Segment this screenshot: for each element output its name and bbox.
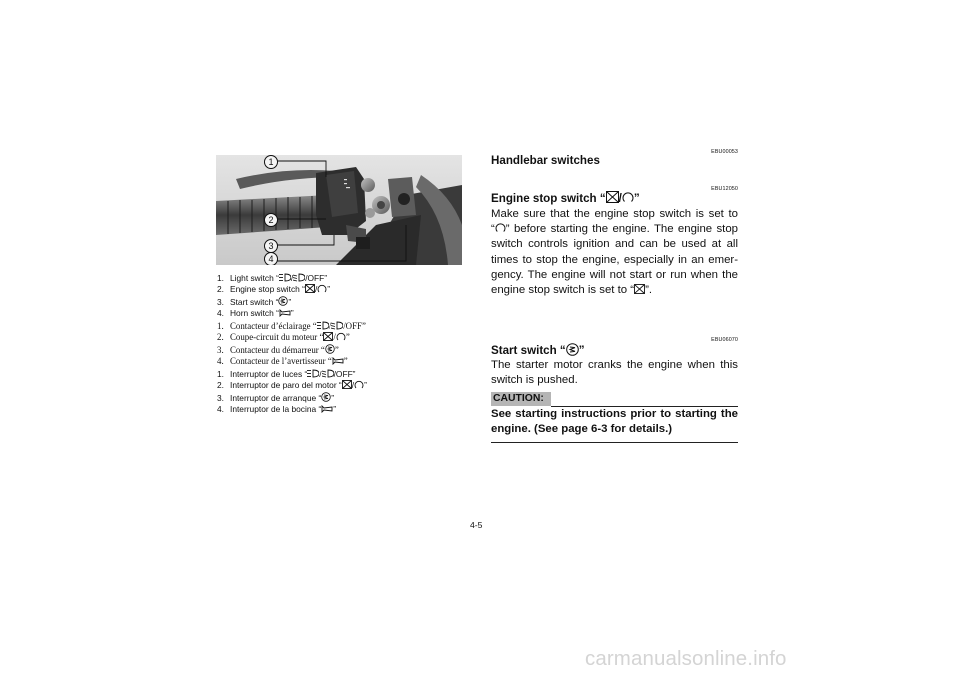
watermark: carmanualsonline.info	[585, 647, 787, 670]
captions-french: 1.Contacteur d’éclairage “//OFF” 2.Coupe…	[217, 321, 467, 368]
caption-es-3: 3.Interruptor de arranque “”	[217, 392, 335, 403]
headlight-low-icon	[293, 273, 306, 282]
horn-icon	[321, 405, 333, 414]
callout-2: 2	[264, 213, 278, 227]
caution-line-1: See starting instructions prior to start…	[491, 408, 738, 420]
section-code-main: EBU00053	[711, 149, 738, 155]
headlight-high-icon	[278, 273, 291, 282]
section-title-handlebar-switches: Handlebar switches	[491, 154, 600, 167]
headlight-high-icon	[316, 321, 329, 330]
engine-stop-off-icon	[341, 380, 352, 390]
engine-stop-run-icon	[317, 285, 327, 293]
caution-label: CAUTION:	[491, 392, 551, 406]
start-icon	[321, 392, 331, 402]
caution-body: See starting instructions prior to start…	[491, 407, 738, 437]
callout-3: 3	[264, 239, 278, 253]
engine-stop-line-6: engine stop switch is set to “”.	[491, 284, 653, 297]
caption-es-4: 4.Interruptor de la bocina “”	[217, 404, 337, 415]
section-code-engine-stop: EBU12050	[711, 186, 738, 192]
engine-stop-off-icon	[605, 191, 619, 203]
engine-stop-off-icon	[305, 284, 315, 294]
engine-stop-line-4: times to stop the engine, especially in …	[491, 253, 738, 266]
caption-en-4: 4.Horn switch “”	[217, 308, 294, 319]
engine-stop-line-5: gency. The engine will not start or run …	[491, 268, 738, 281]
caption-fr-3: 3.Contacteur du démarreur “”	[217, 344, 339, 355]
caption-fr-4: 4.Contacteur de l’avertisseur “”	[217, 356, 348, 367]
callout-1: 1	[264, 155, 278, 169]
engine-stop-line-3: switch controls ignition and can be used…	[491, 238, 738, 251]
horn-icon	[279, 309, 291, 318]
caption-es-1: 1.Interruptor de luces “//OFF”	[217, 369, 356, 379]
headlight-low-icon	[321, 369, 334, 378]
captions-english: 1.Light switch “//OFF” 2.Engine stop swi…	[217, 273, 467, 320]
section-code-start-switch: EBU06070	[711, 337, 738, 343]
engine-stop-run-icon	[495, 223, 506, 233]
engine-stop-run-icon	[336, 333, 346, 341]
engine-stop-off-icon	[634, 284, 646, 294]
section-title-start-switch: Start switch “”	[491, 343, 585, 357]
start-switch-body: The starter motor cranks the engine when…	[491, 358, 738, 388]
start-icon	[565, 343, 579, 356]
caution-line-2: engine. (See page 6-3 for details.)	[491, 423, 673, 436]
caption-fr-2: 2.Coupe-circuit du moteur “/”	[217, 332, 350, 343]
start-switch-line-2: switch is pushed.	[491, 374, 578, 387]
section-title-engine-stop: Engine stop switch “/”	[491, 191, 640, 205]
engine-stop-body: Make sure that the engine stop switch is…	[491, 207, 738, 298]
caution-bottom-rule	[491, 442, 738, 443]
horn-icon	[332, 357, 344, 366]
handlebar-photo: 1 2 3 4	[216, 155, 462, 265]
page-number: 4-5	[470, 520, 483, 530]
engine-stop-off-icon	[323, 332, 334, 342]
engine-stop-run-icon	[622, 192, 634, 202]
start-icon	[325, 344, 335, 354]
caption-en-2: 2.Engine stop switch “/”	[217, 284, 331, 295]
engine-stop-line-1: Make sure that the engine stop switch is…	[491, 208, 738, 220]
caution-top-rule	[551, 406, 738, 407]
engine-stop-line-2: “” before starting the engine. The engin…	[491, 223, 738, 236]
caption-en-1: 1.Light switch “//OFF”	[217, 273, 328, 283]
engine-stop-run-icon	[354, 381, 364, 389]
caption-fr-1: 1.Contacteur d’éclairage “//OFF”	[217, 321, 366, 331]
headlight-low-icon	[331, 321, 344, 330]
callout-4: 4	[264, 252, 278, 265]
captions-spanish: 1.Interruptor de luces “//OFF” 2.Interru…	[217, 369, 467, 416]
caption-es-2: 2.Interruptor de paro del motor “/”	[217, 380, 367, 391]
caption-en-3: 3.Start switch “”	[217, 296, 292, 307]
headlight-high-icon	[307, 369, 320, 378]
start-switch-line-1: The starter motor cranks the engine when…	[491, 359, 738, 371]
start-icon	[278, 296, 289, 306]
